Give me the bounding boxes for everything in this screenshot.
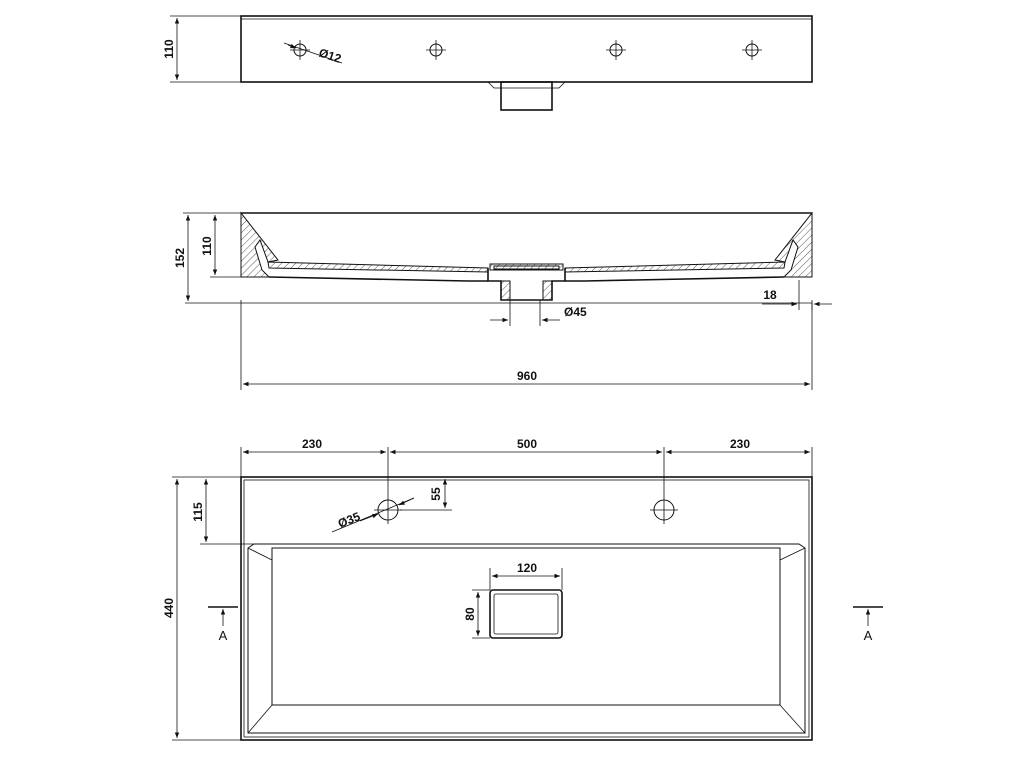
deck-depth-label: 115: [191, 502, 205, 522]
section-floor-left: [267, 261, 489, 273]
drain-stub: [487, 81, 566, 111]
front-height-label: 110: [162, 39, 176, 59]
overall-width-label: 960: [517, 369, 537, 383]
hole-marker: [426, 40, 446, 60]
drain-diameter-label: Ø45: [564, 305, 587, 319]
section-basin-depth-label: 110: [200, 236, 214, 256]
tap-hole-left: [374, 496, 402, 524]
section-right-wall: [774, 211, 813, 278]
section-mark-left-label: A: [219, 628, 228, 643]
hole-diameter-label-plan: Ø35: [336, 509, 363, 531]
section-floor-right: [564, 261, 786, 273]
section-drain: [487, 263, 566, 301]
drain-height-label: 80: [463, 607, 477, 621]
section-mark-right-label: A: [864, 628, 873, 643]
section-marker-left: A: [208, 606, 238, 643]
rim-thickness-label: 18: [763, 288, 777, 302]
hole-marker: [606, 40, 626, 60]
front-elevation-view: Ø12 110: [162, 15, 813, 111]
section-total-height-label: 152: [173, 248, 187, 268]
left-offset-label: 230: [302, 437, 322, 451]
hole-marker: [290, 40, 310, 60]
plan-view: 230 500 230 55 Ø35 115 440 120 80: [162, 437, 883, 741]
overall-depth-label: 440: [162, 598, 176, 618]
hole-marker: [742, 40, 762, 60]
plan-outline: [240, 476, 813, 741]
drain-opening: [489, 589, 563, 639]
section-marker-right: A: [853, 606, 883, 643]
right-offset-label: 230: [730, 437, 750, 451]
tap-hole-right: [650, 496, 678, 524]
hole-spacing-label: 500: [517, 437, 537, 451]
section-view: 152 110 Ø45 18 960: [173, 211, 832, 390]
hole-diameter-label-top: Ø12: [317, 46, 343, 66]
drain-width-label: 120: [517, 561, 537, 575]
hole-to-edge-label: 55: [429, 487, 443, 501]
